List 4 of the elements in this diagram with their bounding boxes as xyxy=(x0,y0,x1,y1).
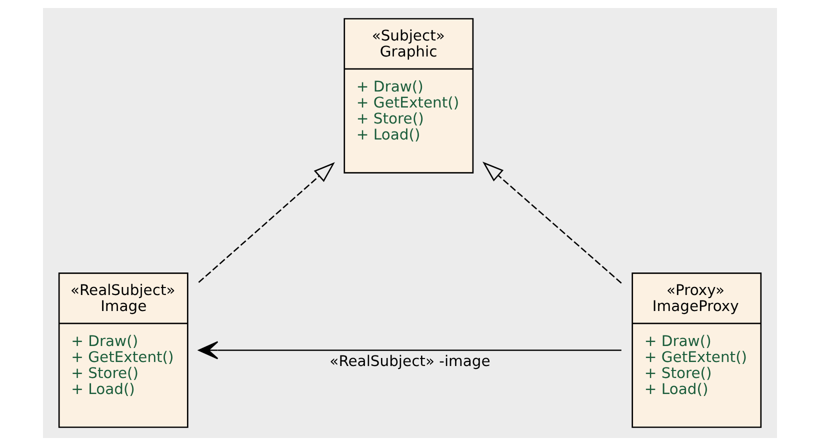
arrow xyxy=(198,162,335,283)
arrow xyxy=(482,162,622,284)
arrow xyxy=(198,341,622,360)
edge-label: «RealSubject» -image xyxy=(330,353,490,370)
